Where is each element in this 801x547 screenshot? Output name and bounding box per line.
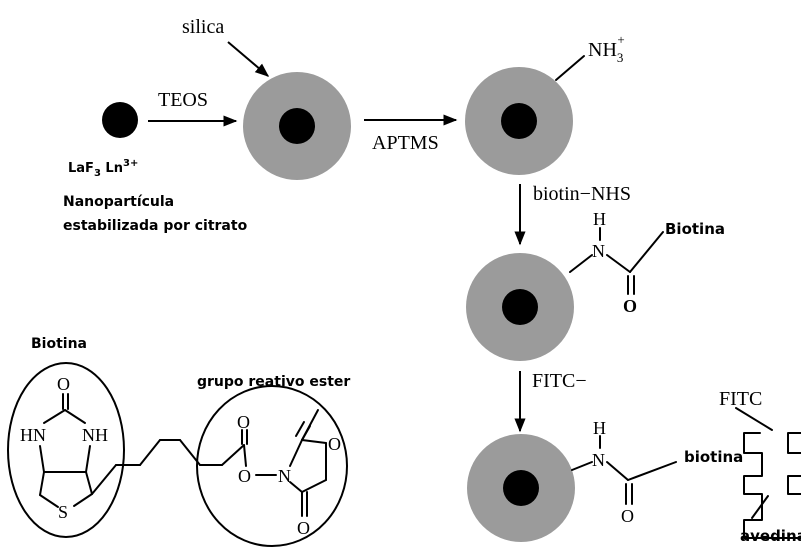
- biotina-label: Biotina: [31, 336, 87, 352]
- biotina-lower-label: biotina: [684, 448, 743, 466]
- biotin-nhs-label: biotin−NHS: [533, 183, 631, 205]
- silica-arrow: [227, 41, 270, 77]
- amide2-o-atom: O: [621, 506, 634, 526]
- fitc-step-label: FITC−: [532, 370, 587, 392]
- avedina-label: avedina: [740, 527, 801, 545]
- succinimide-o-bottom-atom: O: [297, 518, 310, 538]
- biotina-right-label: Biotina: [665, 220, 725, 238]
- silica-coated-particle: [243, 72, 351, 180]
- ester-carbonyl-o-atom: O: [237, 412, 250, 432]
- aminated-particle: [465, 67, 573, 175]
- biotin-s-atom: S: [58, 502, 68, 522]
- succinimide-o-top-atom: O: [328, 434, 341, 454]
- grupo-reativo-label: grupo reativo ester: [197, 374, 350, 390]
- ester-group-circle: [196, 385, 348, 547]
- amide2-n-atom: N: [592, 450, 605, 470]
- amine-bond: [555, 55, 585, 81]
- biotin-nh-atom: NH: [82, 425, 108, 445]
- biotin-hn-atom: HN: [20, 425, 46, 445]
- fitc-label: FITC: [719, 388, 762, 410]
- aptms-label: APTMS: [372, 132, 439, 154]
- amide-o-atom: O: [623, 296, 637, 316]
- ester-o-atom: O: [238, 466, 251, 486]
- nanoparticle-line2: estabilizada por citrato: [63, 218, 248, 234]
- amide2-h-atom: H: [593, 418, 606, 438]
- amide-n-atom: N: [592, 241, 605, 261]
- biotin-o-atom: O: [57, 374, 70, 394]
- amide-h-atom: H: [593, 209, 606, 229]
- nanoparticle-line1: Nanopartícula: [63, 194, 174, 210]
- fitc-avidin-particle: [467, 434, 575, 542]
- fitc-pointer: [735, 407, 773, 431]
- avedina-pointer: [751, 495, 769, 519]
- silica-label: silica: [182, 16, 224, 38]
- succinimide-n-atom: N: [278, 466, 291, 486]
- biotin-circle: [7, 362, 125, 538]
- lanthanide-label: LaF3 Ln3+: [68, 158, 138, 179]
- teos-label: TEOS: [158, 89, 208, 111]
- biotinylated-particle: [466, 253, 574, 361]
- avidin-protein-shape: [743, 432, 801, 539]
- bare-nanoparticle: [102, 102, 138, 138]
- nh3-group: NH3+: [588, 32, 625, 65]
